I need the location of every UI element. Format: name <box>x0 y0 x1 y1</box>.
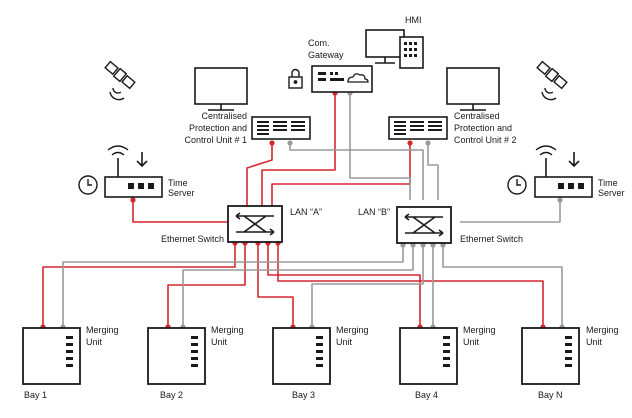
merging-unit-1 <box>22 327 81 385</box>
merging-unit-1-line1: Merging <box>86 325 119 335</box>
switch-b-label: Ethernet Switch <box>460 234 523 244</box>
cpcu1-label-line1: Centralised <box>201 111 247 121</box>
merging-unit-3-line2: Unit <box>336 337 353 347</box>
satellite-icon-left <box>104 60 136 101</box>
merging-unit-4-line2: Unit <box>463 337 480 347</box>
time-server-right-line1: Time <box>598 178 618 188</box>
gateway-label-line1: Com. <box>308 38 330 48</box>
merging-unit-3-line1: Merging <box>336 325 369 335</box>
cpcu2-label-line3: Control Unit # 2 <box>454 135 517 145</box>
merging-unit-n-line1: Merging <box>586 325 619 335</box>
cpcu2-label-line1: Centralised <box>454 111 500 121</box>
time-server-right-device <box>534 145 593 198</box>
lan-b-links <box>62 93 563 327</box>
merging-unit-4-line1: Merging <box>463 325 496 335</box>
satellite-icon-right <box>536 60 568 101</box>
cloud-icon <box>347 73 369 83</box>
gateway-label-line2: Gateway <box>308 50 344 60</box>
clock-icon-left <box>78 175 98 195</box>
lan-a-label: LAN “A” <box>290 207 322 217</box>
wifi-icon-right <box>535 145 557 156</box>
bay-2-label: Bay 2 <box>160 390 183 400</box>
merging-unit-2-line2: Unit <box>211 337 228 347</box>
down-arrow-icon-right <box>568 152 580 168</box>
cpcu1-device <box>251 116 311 140</box>
merging-unit-3 <box>272 327 331 385</box>
cpcu1-label-line3: Control Unit # 1 <box>184 135 247 145</box>
lan-a-links <box>42 93 544 327</box>
switch-a-label: Ethernet Switch <box>161 234 224 244</box>
merging-unit-2 <box>147 327 206 385</box>
bay-1-label: Bay 1 <box>24 390 47 400</box>
merging-unit-2-line1: Merging <box>211 325 244 335</box>
time-server-left-line1: Time <box>168 178 188 188</box>
wifi-icon-left <box>107 145 129 156</box>
cpcu2-device <box>388 116 448 140</box>
ethernet-switch-b <box>396 206 452 244</box>
cpcu2-label-line2: Protection and <box>454 123 512 133</box>
bay-4-label: Bay 4 <box>415 390 438 400</box>
ethernet-switch-a <box>227 205 283 243</box>
time-server-right-line2: Server <box>598 188 625 198</box>
down-arrow-icon-left <box>136 152 148 168</box>
gateway-device <box>311 65 373 93</box>
merging-unit-n <box>521 327 580 385</box>
lock-icon <box>288 68 303 89</box>
lan-b-label: LAN “B” <box>358 207 390 217</box>
time-server-left-line2: Server <box>168 188 195 198</box>
switch-arrows-icon-a <box>235 212 275 236</box>
time-server-left-device <box>104 145 163 198</box>
clock-icon-right <box>507 175 527 195</box>
hmi-label: HMI <box>405 15 422 25</box>
merging-unit-n-line2: Unit <box>586 337 603 347</box>
hmi-icon <box>365 29 424 69</box>
bay-n-label: Bay N <box>538 390 563 400</box>
bay-3-label: Bay 3 <box>292 390 315 400</box>
monitor-icon-2 <box>446 67 500 111</box>
cpcu1-label-line2: Protection and <box>189 123 247 133</box>
monitor-icon-1 <box>194 67 248 111</box>
merging-unit-1-line2: Unit <box>86 337 103 347</box>
merging-unit-4 <box>399 327 458 385</box>
switch-arrows-icon-b <box>404 213 444 237</box>
